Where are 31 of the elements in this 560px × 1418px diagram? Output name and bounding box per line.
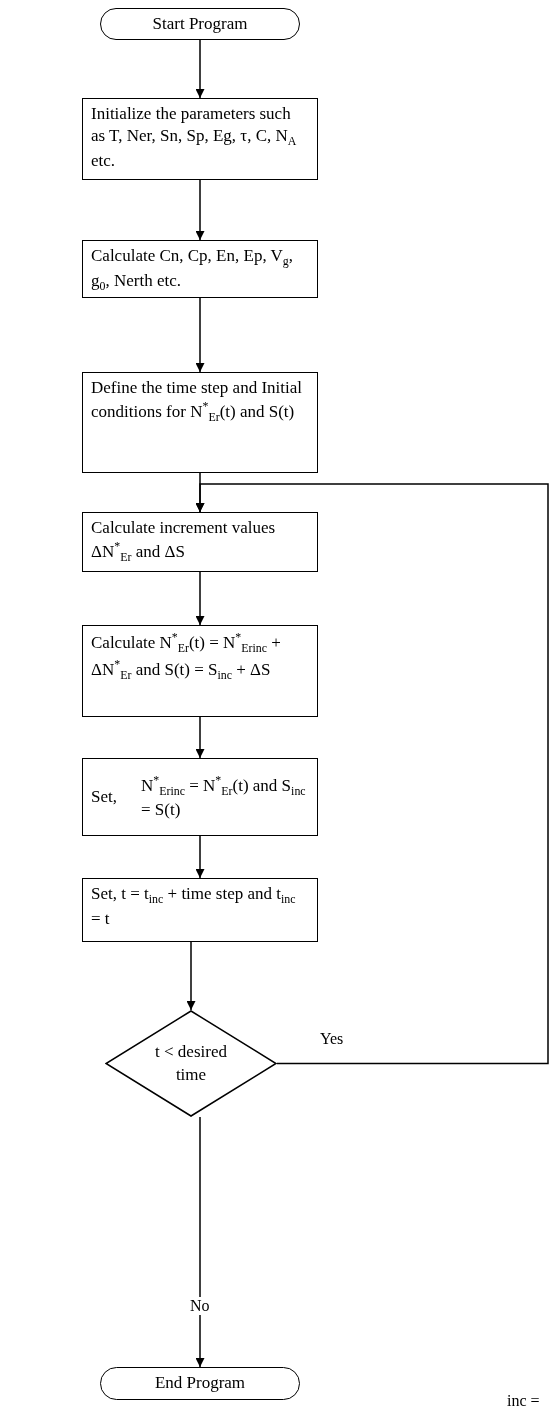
- arrow: [195, 179, 205, 241]
- process-box: [82, 625, 318, 717]
- terminal-box: [100, 8, 300, 40]
- process-box: [82, 98, 318, 180]
- arrow: [195, 483, 549, 1065]
- step-text: Set, t = t$_{inc}$ + time step and t$_{inc}$ = t: [91, 883, 297, 930]
- step-text: Define the time step and Initial conditions for N$^{*}$$_{Er}$(t) and S(t): [91, 377, 303, 426]
- step-text: Calculate increment values ΔN$^{*}$$_{Er}$ and ΔS: [91, 517, 277, 566]
- arrow: [195, 571, 205, 626]
- arrow: [186, 941, 196, 1011]
- step-text: Set,: [91, 785, 117, 808]
- arrow: [195, 297, 205, 373]
- process-box: [82, 240, 318, 298]
- step-text: End Program: [154, 1372, 246, 1395]
- terminal-box: [100, 1367, 300, 1400]
- process-box: [82, 512, 318, 572]
- process-box: [82, 372, 318, 473]
- edge-label: No: [188, 1297, 212, 1315]
- step-text: Calculate N$^{*}$$_{Er}$(t) = N$^{*}$$_{Erinc}$ + ΔN$^{*}$$_{Er}$ and S(t) = S$_{inc}$ + ΔS: [91, 630, 282, 684]
- process-box: [82, 878, 318, 942]
- step-text: Initialize the parameters such as T, Ner, Sn, Sp, Eg, τ, C, N$_{A}$ etc.: [91, 103, 298, 172]
- decision-diamond: [105, 1010, 277, 1117]
- step-text: N$^{*}$$_{Erinc}$ = N$^{*}$$_{Er}$(t) and S$_{inc}$ = S(t): [141, 772, 307, 822]
- arrow: [195, 716, 205, 759]
- step-text: Calculate Cn, Cp, En, Ep, V$_{g}$, g$_{0}$, Nerth etc.: [91, 245, 295, 295]
- arrow: [195, 835, 205, 879]
- arrow: [195, 39, 205, 99]
- arrow: [195, 1116, 205, 1368]
- decision-text: t < desired time: [154, 1041, 228, 1086]
- step-text: Start Program: [152, 12, 248, 35]
- process-box: [82, 758, 318, 836]
